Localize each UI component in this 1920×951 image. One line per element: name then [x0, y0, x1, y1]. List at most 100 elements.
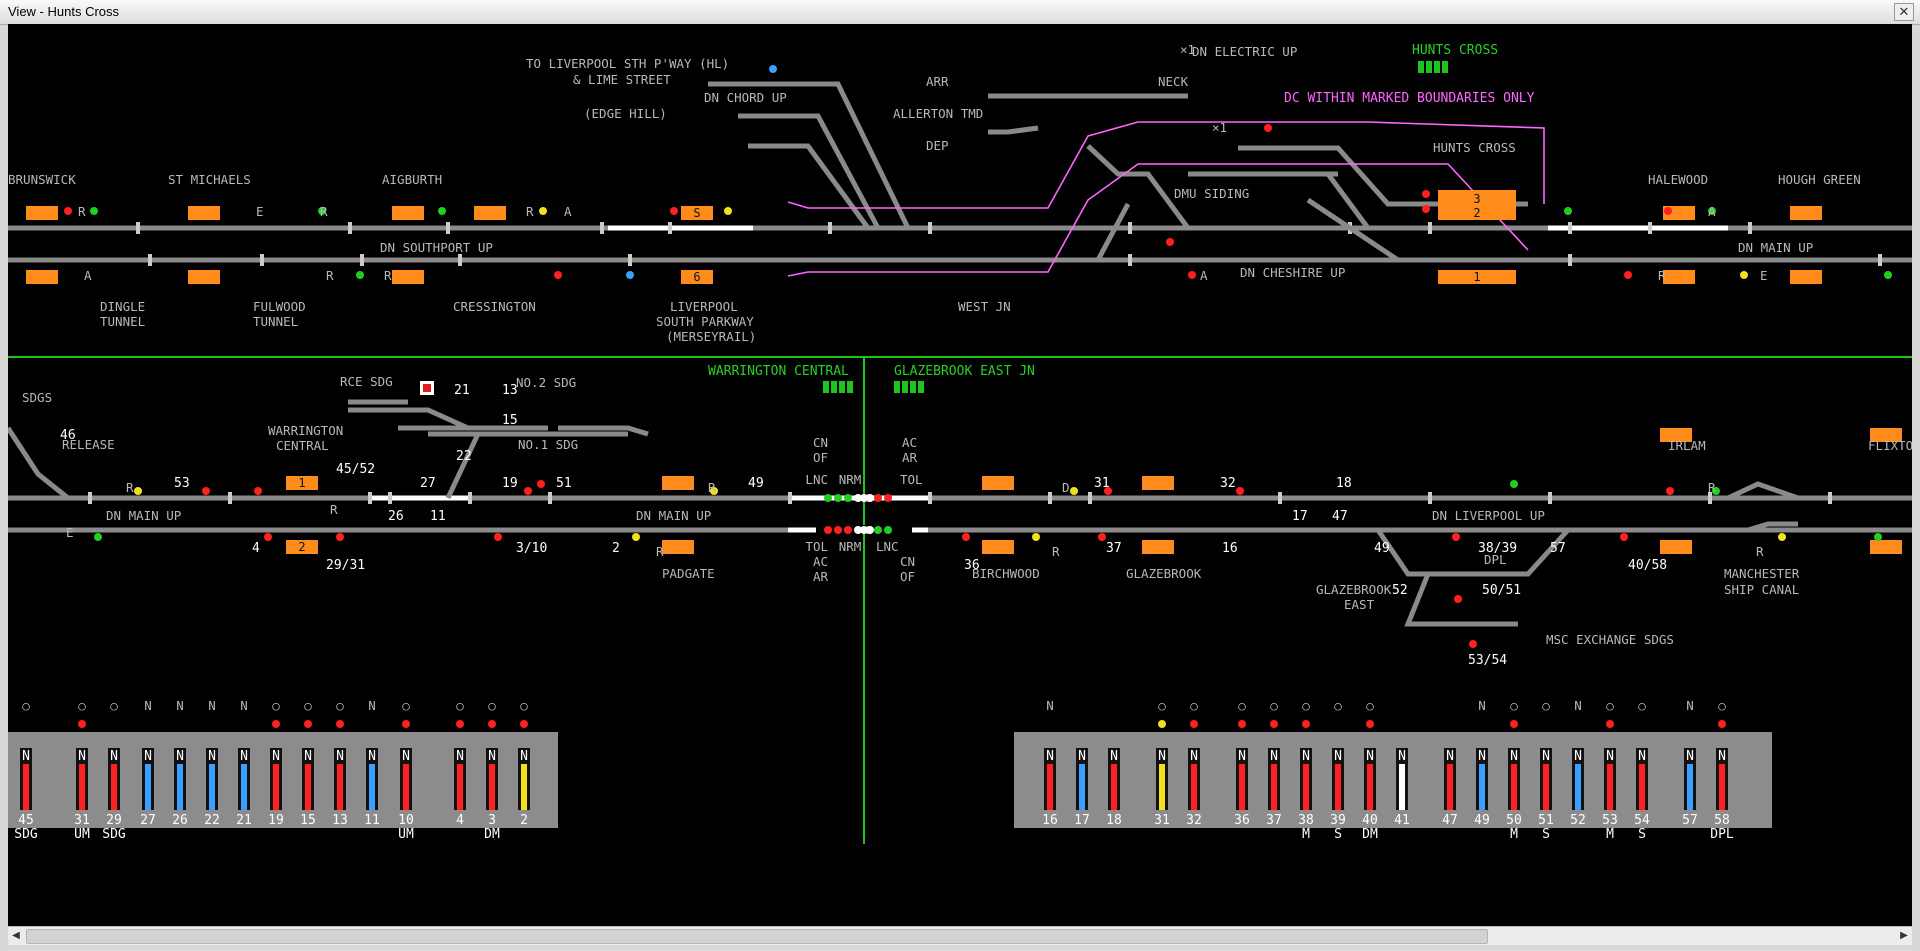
signal-mark: R [1658, 268, 1666, 283]
location-label: CENTRAL [276, 438, 329, 453]
lever-2 [521, 764, 527, 810]
lever-function: S [1542, 827, 1550, 842]
lever-number: 40 [1362, 813, 1378, 828]
location-label: MANCHESTER [1724, 566, 1800, 581]
signal-aspect [626, 271, 634, 279]
lever-label: N [1478, 749, 1486, 764]
lever-indicator: N [240, 698, 248, 713]
location-label: ALLERTON TMD [893, 106, 983, 121]
lever-lamp [1190, 720, 1198, 728]
signal-number: 2 [612, 541, 620, 556]
lever-number: 31 [1154, 813, 1170, 828]
lever-label: N [1270, 749, 1278, 764]
lever-function: M [1302, 827, 1310, 842]
slot-circle [834, 494, 842, 502]
location-label: EAST [1344, 597, 1375, 612]
lever-number: 27 [140, 813, 156, 828]
train-describer-berth [26, 206, 58, 220]
note-label: ×1 [1212, 120, 1227, 135]
lever-indicator: ○ [1302, 698, 1310, 713]
signal-mark: A [1200, 268, 1208, 283]
lever-number: 45 [18, 813, 34, 828]
berth-bot [1142, 476, 1174, 490]
signal-number: 40/58 [1628, 558, 1667, 573]
lever-57 [1687, 764, 1693, 810]
lever-lamp [78, 720, 86, 728]
track-section [445, 432, 481, 500]
box-status-bar [847, 381, 853, 393]
signal-aspect [264, 533, 272, 541]
track-joint [668, 222, 672, 234]
signal-aspect [962, 533, 970, 541]
berth-bot [982, 540, 1014, 554]
scroll-left-icon[interactable]: ◀ [12, 930, 20, 941]
scroll-right-icon[interactable]: ▶ [1900, 930, 1908, 941]
lever-number: 3 [488, 813, 496, 828]
title-bar[interactable]: View - Hunts Cross ✕ [0, 0, 1920, 25]
lever-label: N [1158, 749, 1166, 764]
track-section [1306, 197, 1400, 263]
horizontal-scrollbar[interactable]: ◀ ▶ [8, 926, 1912, 945]
close-icon[interactable]: ✕ [1894, 3, 1914, 21]
lever-58 [1719, 764, 1725, 810]
track-section [748, 143, 871, 230]
signal-aspect [537, 480, 545, 488]
location-label: GLAZEBROOK [1316, 582, 1392, 597]
box-status-bar [1418, 61, 1424, 73]
track-joint [1568, 222, 1572, 234]
slot-circle [824, 494, 832, 502]
signal-number: 16 [1222, 541, 1238, 556]
lever-function: UM [74, 827, 90, 842]
lever-label: N [1366, 749, 1374, 764]
lever-31 [1159, 764, 1165, 810]
slot-label: CN [900, 554, 915, 569]
lever-function: DM [1362, 827, 1378, 842]
lever-lamp [488, 720, 496, 728]
lever-lamp [272, 720, 280, 728]
lever-number: 38 [1298, 813, 1314, 828]
track-joint [928, 222, 932, 234]
box-status-bar [894, 381, 900, 393]
lever-label: N [402, 749, 410, 764]
signal-number: 19 [502, 476, 518, 491]
signal-aspect [1874, 533, 1882, 541]
lever-label: N [336, 749, 344, 764]
lever-label: N [1398, 749, 1406, 764]
slot-label: LNC [805, 472, 828, 487]
track-joint [1428, 222, 1432, 234]
lever-52 [1575, 764, 1581, 810]
track-joint [458, 254, 462, 266]
lever-53 [1607, 764, 1613, 810]
track-section [348, 407, 470, 431]
signal-mark: R [384, 268, 392, 283]
location-label: RELEASE [62, 437, 115, 452]
location-label: SDGS [22, 390, 52, 405]
lever-16 [1047, 764, 1053, 810]
lever-number: 52 [1570, 813, 1586, 828]
lever-45 [23, 764, 29, 810]
lever-19 [273, 764, 279, 810]
lever-number: 36 [1234, 813, 1250, 828]
lever-10 [403, 764, 409, 810]
lever-number: 53 [1602, 813, 1618, 828]
track-section [1086, 144, 1191, 230]
lever-18 [1111, 764, 1117, 810]
track-joint [1708, 492, 1712, 504]
signal-mark: R [330, 502, 338, 517]
track-joint [1278, 492, 1282, 504]
slot-label: AC [902, 435, 917, 450]
lever-label: N [1510, 749, 1518, 764]
lever-label: N [456, 749, 464, 764]
lever-indicator: N [1046, 698, 1054, 713]
signal-number: 49 [748, 476, 764, 491]
scrollbar-thumb[interactable] [26, 929, 1488, 944]
train-describer-berth [1790, 270, 1822, 284]
track-joint [548, 492, 552, 504]
lever-lamp [456, 720, 464, 728]
signal-aspect [94, 533, 102, 541]
signal-aspect [1884, 271, 1892, 279]
lever-lamp [1718, 720, 1726, 728]
signal-mark: A [84, 268, 92, 283]
lever-number: 39 [1330, 813, 1346, 828]
